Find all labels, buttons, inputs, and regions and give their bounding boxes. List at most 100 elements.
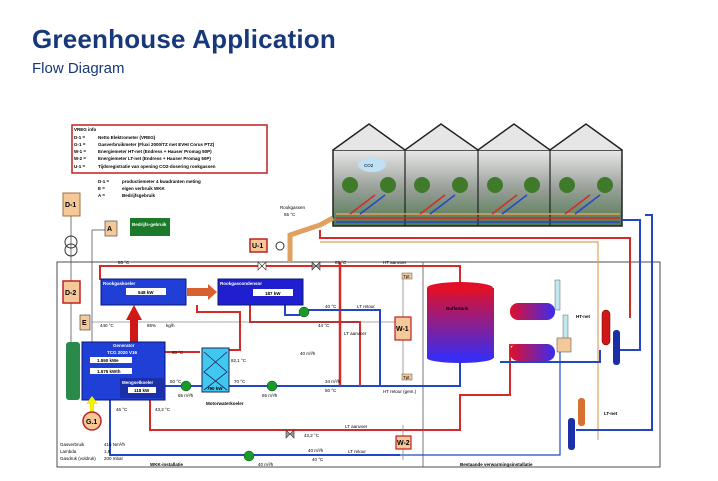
co2-cloud <box>358 158 386 172</box>
diagram-label: kg/h <box>166 323 175 328</box>
diagram-label: 40 m³/h <box>258 462 274 467</box>
diagram-label: G-1 = <box>74 142 86 147</box>
bedrijfsgebruik-box: Bedrijfs-gebruik <box>130 218 170 236</box>
diagram-label: Netto Elektrometer (VREG) <box>98 135 156 140</box>
diagram-label: WKK-installatie <box>150 462 184 467</box>
diagram-label: D-1 = <box>98 179 110 184</box>
legend: VREG info D-1 = Netto Elektrometer (VREG)… <box>71 124 268 198</box>
diagram-label: 80 °C <box>172 350 184 355</box>
diagram-label: Mengselkoeler <box>122 380 154 385</box>
diagram-label: D-1 <box>65 202 76 209</box>
diagram-label: 55 °C <box>284 212 296 217</box>
diagram-label: Rookgaskoeler <box>103 281 136 286</box>
installation-frame <box>56 261 661 468</box>
generator: Generator TCG 2020 V16 1.550 kWe 1.575 k… <box>81 341 166 401</box>
diagram-label: 43,2 °C <box>155 407 171 412</box>
diagram-label: Motorwaterkoeler <box>206 401 244 406</box>
diagram-label: 40 °C <box>325 304 337 309</box>
ht-net-return <box>613 330 620 365</box>
diagram-label: 70 °C <box>234 379 246 384</box>
diagram-label: 187 kW <box>265 291 281 296</box>
diagram-label: VREG info <box>74 127 97 132</box>
exhaust-arrow <box>126 305 142 342</box>
diagram-label: 40 m³/h <box>300 351 316 356</box>
tag-w2: W-2 <box>395 435 412 450</box>
diagram-label: E = <box>98 186 105 191</box>
greenhouse: CO2 <box>332 123 623 227</box>
diagram-label: LT-net <box>604 411 618 416</box>
tag-u1: U-1 <box>249 238 268 253</box>
diagram-label: 34 m³/h <box>325 379 341 384</box>
diagram-label: 44 °C <box>318 323 330 328</box>
diagram-label: Gasverbruik <box>60 442 85 447</box>
diagram-label: W-1 <box>396 326 409 333</box>
three-way-valve-icon <box>285 429 295 439</box>
diagram-label: Buffertank <box>446 306 469 311</box>
diagram-label: U-1 = <box>74 164 86 169</box>
diagram-label: 1,8 <box>104 449 111 454</box>
tag-d1: D-1 <box>62 192 81 217</box>
pipes <box>70 214 653 460</box>
buffertank: Buffertank <box>427 282 494 363</box>
diagram-label: 118 kW <box>134 388 150 393</box>
diagram-label: HT-net <box>576 314 591 319</box>
diagram-label: 1.575 kWth <box>97 369 121 374</box>
diagram-label: Bedrijfsgebruik <box>122 193 156 198</box>
valve-icon <box>275 241 285 251</box>
page-subtitle: Flow Diagram <box>32 60 125 77</box>
rookgaskoeler: Rookgaskoeler 548 kW <box>100 278 187 306</box>
diagram-label: W-2 = <box>74 156 86 161</box>
diagram-label: Gasverbruikmeter (Fluxi 2000/TZ met EVHI… <box>98 142 215 147</box>
diagram-label: 40 m³/h <box>308 448 324 453</box>
diagram-label: W-2 <box>397 440 410 447</box>
diagram-label: D-2 <box>65 290 76 297</box>
diagram-label: Tijdsregistratie van opening CO2-doserin… <box>98 164 216 169</box>
readings: 85 °C 85 °C HT aanvoer 40 °C LT retour 4… <box>60 260 533 467</box>
diagram-label: 82,1 °C <box>231 358 247 363</box>
diagram-label: Energiemeter HT-net (Endress + Hauser Pr… <box>98 149 212 154</box>
tag-a: A <box>104 220 118 237</box>
diagram-label: U-1 <box>252 243 263 250</box>
lt-net-return <box>568 418 575 450</box>
diagram-label: 790 kW <box>207 386 223 391</box>
expansion-unit <box>556 337 572 353</box>
ht-net-supply <box>601 309 611 346</box>
diagram-label: HT aanvoer <box>383 260 407 265</box>
diagram-label: 46 °C <box>116 407 128 412</box>
diagram-label: W-1 = <box>74 149 86 154</box>
diagram-label: Energiemeter LT-net (Endress + Hauser Pr… <box>98 156 211 161</box>
diagram-label: 548 kW <box>138 290 154 295</box>
generator-motor <box>66 342 80 400</box>
lt-net-supply <box>578 398 585 426</box>
diagram-label: 200 mbar <box>104 456 124 461</box>
transformer-icon <box>64 235 78 257</box>
diagram-label: 85 °C <box>118 260 130 265</box>
diagram-label: 50 °C <box>170 379 182 384</box>
diagram-label: G.1 <box>86 419 97 426</box>
diagram-label: LT aanvoer <box>345 424 368 429</box>
diagram-label: CO2 <box>364 163 374 168</box>
diagram-label: 65 m³/h <box>178 393 194 398</box>
diagram-label: Bestaande verwarmingsinstallatie <box>460 462 533 467</box>
pump-icons <box>180 306 310 462</box>
diagram-label: Bedrijfs-gebruik <box>132 222 167 227</box>
diagram-label: 43,2 °C <box>304 433 320 438</box>
diagram-label: E <box>82 320 87 327</box>
heat-exchanger-vessel <box>510 303 555 320</box>
valve-icon <box>257 261 267 271</box>
diagram-label: 40 °C <box>312 457 324 462</box>
diagram-label: A = <box>98 193 105 198</box>
page-title: Greenhouse Application <box>32 24 336 54</box>
diagram-label: LT retour <box>357 304 375 309</box>
tag-d2: D-2 <box>62 280 81 304</box>
diagram-label: 50 °C <box>325 388 337 393</box>
diagram-label: HT retour (gem.) <box>383 389 417 394</box>
diagram-label: 1.550 kWe <box>97 358 119 363</box>
rookgascondensor: Rookgascondensor 187 kW <box>217 278 304 306</box>
diagram-label: Rookgassen <box>280 205 306 210</box>
diagram-label: D-1 = <box>74 135 86 140</box>
heat-arrow <box>187 284 217 300</box>
diagram-label: 440 °C <box>100 323 115 328</box>
diagram-label: 85 °C <box>335 260 347 265</box>
